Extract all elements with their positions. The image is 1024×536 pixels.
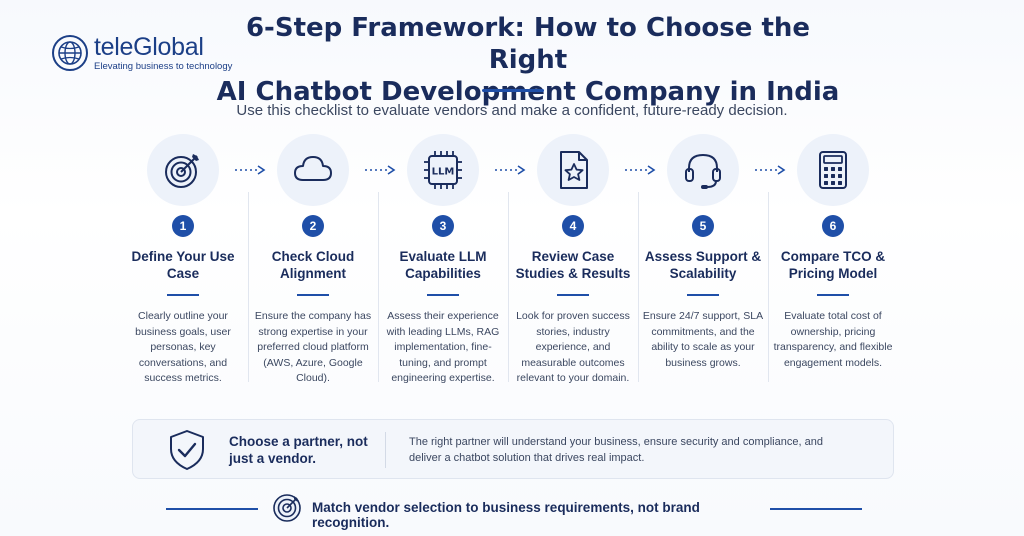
- step-title: Define Your Use Case: [131, 249, 235, 281]
- footer-message: Match vendor selection to business requi…: [312, 500, 700, 530]
- step-description: Ensure the company has strong expertise …: [254, 310, 372, 384]
- globe-logo-icon: [52, 35, 88, 71]
- title-underline: [482, 89, 544, 92]
- shield-check-icon: [170, 430, 204, 470]
- step-divider: [508, 192, 509, 382]
- footer-line-right: [770, 508, 862, 510]
- target-icon: [165, 154, 199, 188]
- step-card-5: 5 Assess Support & Scalability Ensure 24…: [638, 134, 768, 404]
- step-number: 3: [432, 215, 454, 237]
- step-description: Evaluate total cost of ownership, pricin…: [773, 310, 893, 369]
- step-underline: [817, 294, 849, 296]
- step-underline: [167, 294, 199, 296]
- step-divider: [638, 192, 639, 382]
- step-divider: [768, 192, 769, 382]
- step-icon-circle: [537, 134, 609, 206]
- callout-body: The right partner will understand your b…: [409, 436, 823, 464]
- llm-chip-label: LLM: [432, 167, 455, 178]
- title-line-1: 6-Step Framework: How to Choose the Righ…: [245, 13, 811, 75]
- dotted-arrow-icon: [625, 165, 656, 175]
- step-number: 5: [692, 215, 714, 237]
- brand-tagline: Elevating business to technology: [94, 61, 233, 72]
- step-icon-circle: LLM: [407, 134, 479, 206]
- step-title: Review Case Studies & Results: [515, 249, 631, 281]
- step-divider: [378, 192, 379, 382]
- step-card-4: 4 Review Case Studies & Results Look for…: [508, 134, 638, 404]
- step-title: Check Cloud Alignment: [271, 249, 355, 281]
- step-title: Evaluate LLM Capabilities: [399, 249, 487, 281]
- step-card-6: 6 Compare TCO & Pricing Model Evaluate t…: [768, 134, 898, 404]
- step-card-3: LLM 3 Evaluate LLM Capabilities Assess t…: [378, 134, 508, 404]
- step-card-1: 1 Define Your Use Case Clearly outline y…: [118, 134, 248, 404]
- callout-heading: Choose a partner, not just a vendor.: [229, 434, 368, 466]
- step-number: 6: [822, 215, 844, 237]
- step-icon-circle: [667, 134, 739, 206]
- step-icon-circle: [797, 134, 869, 206]
- step-title: Compare TCO & Pricing Model: [780, 249, 886, 281]
- partner-callout: Choose a partner, not just a vendor. The…: [132, 419, 894, 479]
- target-icon: [273, 494, 301, 522]
- document-star-icon: [560, 151, 588, 189]
- step-card-2: 2 Check Cloud Alignment Ensure the compa…: [248, 134, 378, 404]
- step-underline: [557, 294, 589, 296]
- step-divider: [248, 192, 249, 382]
- brand-name: teleGlobal: [94, 33, 204, 61]
- step-icon-circle: [277, 134, 349, 206]
- brand-logo[interactable]: teleGlobal Elevating business to technol…: [52, 34, 232, 72]
- step-underline: [427, 294, 459, 296]
- llm-chip-icon: LLM: [424, 151, 462, 189]
- step-icon-circle: [147, 134, 219, 206]
- dotted-arrow-icon: [755, 165, 786, 175]
- page-subtitle: Use this checklist to evaluate vendors a…: [236, 102, 788, 119]
- page-title: 6-Step Framework: How to Choose the Righ…: [210, 12, 846, 108]
- dotted-arrow-icon: [235, 165, 266, 175]
- footer-banner: Match vendor selection to business requi…: [160, 490, 864, 530]
- steps-row: 1 Define Your Use Case Clearly outline y…: [118, 134, 918, 404]
- step-underline: [297, 294, 329, 296]
- cloud-icon: [294, 156, 332, 181]
- step-underline: [687, 294, 719, 296]
- headset-icon: [685, 153, 721, 189]
- step-description: Look for proven success stories, industr…: [516, 310, 630, 384]
- step-number: 2: [302, 215, 324, 237]
- footer-line-left: [166, 508, 258, 510]
- title-line-2: AI Chatbot Development Company in India: [216, 77, 840, 107]
- dotted-arrow-icon: [495, 165, 526, 175]
- step-title: Assess Support & Scalability: [644, 249, 762, 281]
- step-description: Assess their experience with leading LLM…: [386, 310, 500, 384]
- step-number: 1: [172, 215, 194, 237]
- callout-divider: [385, 432, 386, 468]
- step-description: Ensure 24/7 support, SLA commitments, an…: [642, 310, 764, 369]
- calculator-icon: [819, 151, 847, 189]
- step-description: Clearly outline your business goals, use…: [135, 310, 231, 384]
- step-number: 4: [562, 215, 584, 237]
- dotted-arrow-icon: [365, 165, 396, 175]
